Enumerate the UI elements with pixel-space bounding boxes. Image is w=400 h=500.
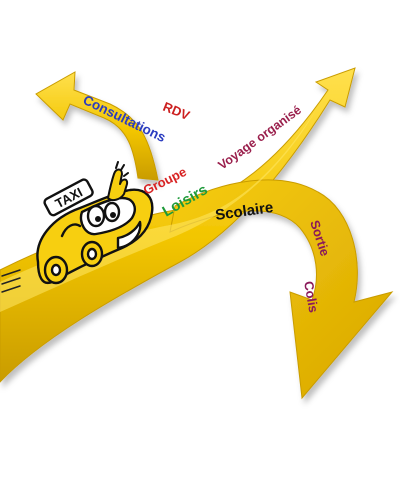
taxi-sign [43,178,94,217]
label-rdv: RDV [161,99,192,123]
arrow-upper-left [35,71,159,181]
label-consultations: Consultations [81,92,168,145]
waving-hand-icon [107,161,129,202]
label-colis: Colis [301,280,321,314]
speed-lines [1,269,21,293]
arrow-down-right [169,179,394,400]
taxi-car-icon: TAXI [36,178,154,285]
